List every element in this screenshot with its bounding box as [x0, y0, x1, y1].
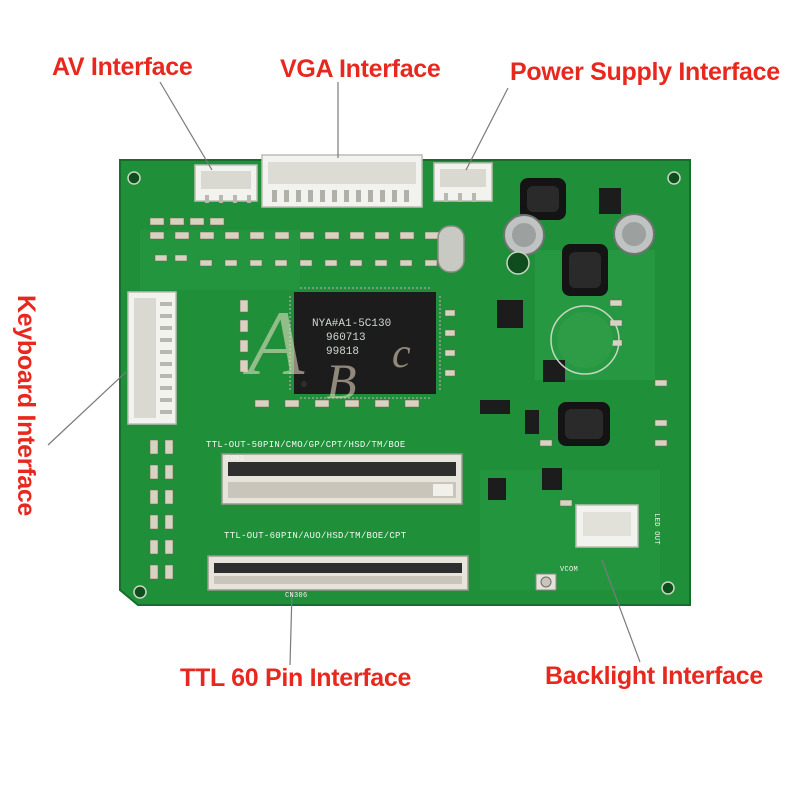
silkscreen-ttl-60pin: TTL-OUT-60PIN/AUO/HSD/TM/BOE/CPT [224, 531, 407, 541]
mount-hole [661, 581, 675, 595]
av-connector [194, 164, 258, 203]
inductor [562, 244, 608, 296]
chip-marking-line-2: 960713 [326, 332, 366, 344]
main-processor-chip [289, 287, 441, 399]
capacitor [503, 214, 545, 256]
ttl-50pin-connector [221, 453, 463, 505]
callout-vga-interface: VGA Interface [280, 55, 441, 83]
watermark-letter-b: B [326, 353, 357, 409]
silkscreen-vcom: VCOM [560, 566, 579, 574]
inductor [520, 178, 566, 220]
capacitor-footprint [506, 251, 530, 275]
callout-power-supply-interface: Power Supply Interface [510, 58, 780, 86]
callout-backlight-interface: Backlight Interface [545, 662, 763, 690]
capacitor-footprint [550, 305, 620, 375]
vcom-trimmer [535, 573, 557, 591]
silkscreen-con2: CON2 [226, 455, 245, 463]
mount-hole [127, 171, 141, 185]
watermark-letter-c: c [392, 331, 411, 377]
callout-av-interface: AV Interface [52, 53, 193, 81]
chip-marking-line-1: NYA#A1-5C130 [312, 318, 392, 330]
silkscreen-led-out: LED OUT [651, 513, 660, 545]
backlight-connector [575, 504, 639, 548]
small-ic [599, 188, 621, 214]
chip-marking-line-3: 99818 [326, 346, 360, 358]
ttl-60pin-connector [207, 555, 469, 591]
crystal-oscillator [437, 225, 465, 273]
power-connector [433, 162, 493, 202]
callout-keyboard-interface-wrapper: Keyboard Interface [6, 290, 46, 520]
diode [525, 410, 539, 434]
callout-ttl-60-pin-interface: TTL 60 Pin Interface [180, 664, 412, 692]
mount-hole [667, 171, 681, 185]
silkscreen-cn306: CN306 [285, 592, 308, 600]
diode [480, 400, 510, 414]
regulator-ic [543, 360, 565, 382]
inductor [558, 402, 610, 446]
mount-hole [133, 585, 147, 599]
silkscreen-ttl-50pin: TTL-OUT-50PIN/CMO/GP/CPT/HSD/TM/BOE [206, 440, 406, 450]
capacitor [613, 213, 655, 255]
regulator-ic [497, 300, 523, 328]
watermark-letter-a: A [248, 292, 305, 394]
leader-lines [47, 81, 641, 666]
vga-connector [261, 154, 423, 208]
callout-keyboard-interface: Keyboard Interface [12, 294, 41, 516]
transistor [488, 478, 506, 500]
smd-components [149, 217, 668, 580]
keyboard-connector [127, 291, 177, 425]
transistor [542, 468, 562, 490]
